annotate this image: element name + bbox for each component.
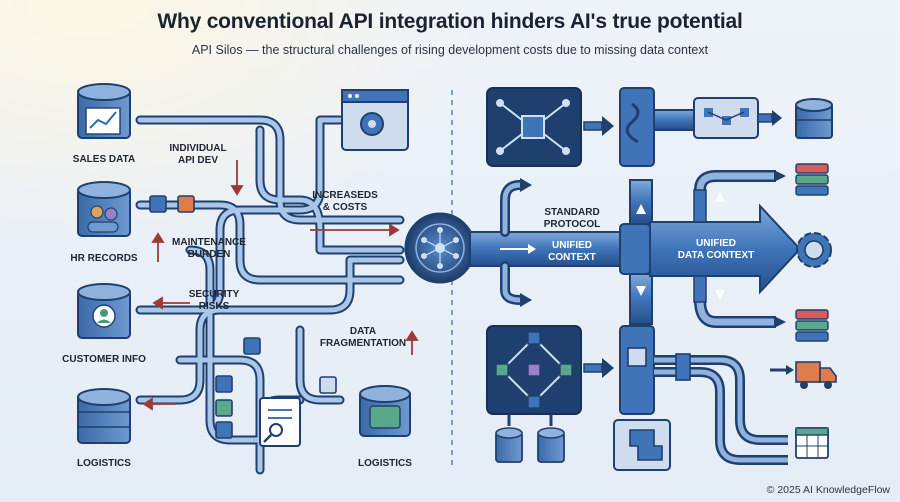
label-unified-context-line2: CONTEXT bbox=[548, 252, 596, 263]
issue-costs-line2: & COSTS bbox=[323, 202, 368, 213]
arrow-right-1 bbox=[583, 116, 614, 136]
tangle-nodes bbox=[149, 195, 337, 439]
issue-arrows bbox=[142, 160, 419, 411]
label-unified-context-line1: UNIFIED bbox=[552, 240, 592, 251]
db-hr-records bbox=[77, 181, 131, 237]
label-sales-data: SALES DATA bbox=[73, 154, 135, 165]
page-title: Why conventional API integration hinders… bbox=[157, 10, 743, 33]
db-sales-data bbox=[77, 83, 131, 139]
db-logistics-center bbox=[359, 385, 411, 437]
issue-fragmentation-line1: DATA bbox=[350, 326, 376, 337]
db-logistics bbox=[77, 388, 131, 444]
label-standard-line2: PROTOCOL bbox=[544, 219, 600, 230]
server-stack-bottom bbox=[795, 309, 829, 342]
copyright-footer: © 2025 AI KnowledgeFlow bbox=[766, 484, 890, 496]
gear-icon bbox=[796, 232, 832, 268]
central-hub-icon bbox=[404, 212, 476, 284]
unified-pipe bbox=[469, 170, 802, 328]
issue-security-line1: SECURITY bbox=[189, 289, 240, 300]
db-customer-info bbox=[77, 283, 131, 339]
truck-icon bbox=[770, 361, 837, 389]
arrow-right-2 bbox=[583, 358, 614, 378]
issue-fragmentation-line2: FRAGMENTATION bbox=[320, 338, 406, 349]
spreadsheet-icon bbox=[795, 427, 829, 459]
label-logistics-left: LOGISTICS bbox=[77, 458, 131, 469]
label-standard-line1: STANDARD bbox=[544, 207, 599, 218]
api-settings-doc-icon bbox=[341, 89, 409, 151]
label-unified-data-context-line1: UNIFIED bbox=[696, 238, 736, 249]
mini-databases bbox=[495, 414, 565, 463]
label-unified-data-context-line2: DATA CONTEXT bbox=[678, 250, 754, 261]
label-logistics-center: LOGISTICS bbox=[358, 458, 412, 469]
issue-security-line2: RISKS bbox=[199, 301, 230, 312]
page-subtitle: API Silos — the structural challenges of… bbox=[191, 43, 709, 57]
label-hr-records: HR RECORDS bbox=[70, 253, 138, 264]
connector-unit-bottom bbox=[613, 325, 788, 471]
search-document-icon bbox=[259, 397, 301, 447]
connector-unit-top bbox=[619, 87, 782, 167]
issue-costs-line1: INCREASEDS bbox=[312, 190, 378, 201]
processor-block-bottom bbox=[486, 325, 582, 415]
issue-maintenance-line2: BURDEN bbox=[188, 249, 231, 260]
issue-maintenance-line1: MAINTENANCE bbox=[172, 237, 246, 248]
server-stack-top bbox=[795, 163, 829, 196]
db-target-top bbox=[795, 98, 833, 139]
label-customer-info: CUSTOMER INFO bbox=[62, 354, 146, 365]
issue-individual-line2: API DEV bbox=[178, 155, 218, 166]
processor-block-top bbox=[486, 87, 582, 167]
issue-individual-line1: INDIVIDUAL bbox=[169, 143, 226, 154]
